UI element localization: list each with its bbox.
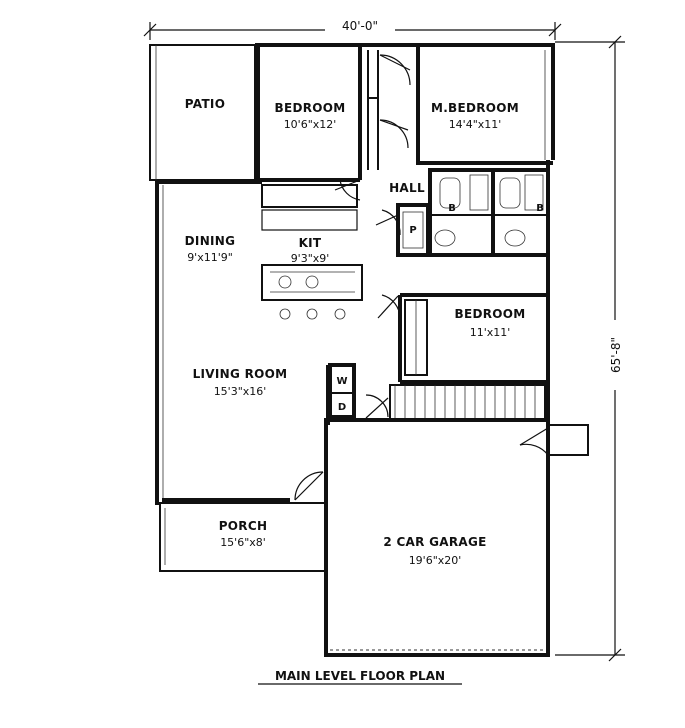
bedroom-1-size: 10'6"x12' [284,118,337,131]
top-dimension: 40'-0" [143,18,562,40]
kitchen-size: 9'3"x9' [291,252,330,265]
pantry-label: P [409,225,416,236]
washer-label: W [336,376,347,387]
hall-label: HALL [389,181,425,195]
dryer-label: D [338,402,346,413]
dining-size: 9'x11'9" [187,251,233,264]
porch-label: PORCH [219,519,268,533]
dining-label: DINING [185,234,236,248]
patio-label: PATIO [185,97,225,111]
porch-size: 15'6"x8' [220,536,266,549]
master-bedroom-size: 14'4"x11' [449,118,502,131]
patio-area [149,44,256,181]
right-dimension: 65'-8" [555,35,626,662]
living-room-size: 15'3"x16' [214,385,267,398]
floor-plan-caption: MAIN LEVEL FLOOR PLAN [275,669,445,683]
bath-1-label: B [448,203,456,214]
garage-label: 2 CAR GARAGE [383,535,486,549]
bedroom-1-label: BEDROOM [275,101,346,115]
bath-2-label: B [536,203,544,214]
garage-step [389,384,546,421]
bedroom-2-size: 11'x11' [470,326,511,339]
door-swings [334,54,411,419]
living-room-label: LIVING ROOM [193,367,288,381]
garage-size: 19'6"x20' [409,554,462,567]
kitchen-label: KIT [299,236,322,250]
overall-depth-label: 65'-8" [609,337,623,373]
overall-width-label: 40'-0" [342,19,378,33]
master-bedroom-label: M.BEDROOM [431,101,519,115]
house-walls [155,43,589,657]
bath-fixtures [402,174,544,249]
bedroom-2-label: BEDROOM [455,307,526,321]
